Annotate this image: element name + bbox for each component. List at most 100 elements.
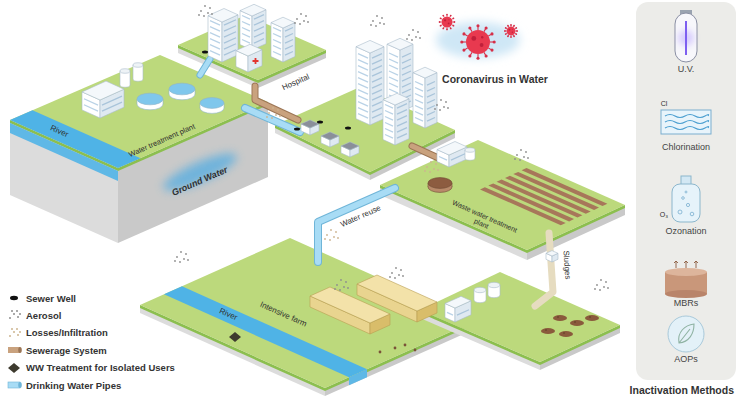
- window-line: [358, 60, 368, 65]
- method-card: Ozonation: [636, 174, 736, 238]
- aerosol-dot: [176, 256, 178, 258]
- window-line: [372, 66, 382, 71]
- virus-spike-tip: [439, 21, 441, 23]
- aerosol-dot: [305, 15, 307, 17]
- method-icon: [636, 260, 736, 298]
- window-line: [415, 94, 423, 98]
- pipe-outline: [318, 188, 395, 262]
- sludge-dot: [557, 316, 559, 318]
- virus-spike: [511, 25, 512, 27]
- window-line: [457, 310, 469, 315]
- virus-body: [507, 27, 516, 36]
- virus-spike-tip: [510, 36, 512, 38]
- virus-spike-tip: [446, 14, 448, 16]
- aerosol-symbol: [17, 316, 19, 318]
- building-roof: [357, 275, 437, 311]
- window-line: [358, 96, 368, 101]
- aerosol-dot: [294, 22, 296, 24]
- aerosol-dot: [209, 7, 211, 9]
- aerosol-dot: [408, 34, 410, 36]
- aop-leaf: [679, 324, 694, 343]
- window-line: [385, 135, 393, 139]
- legend-sample: [6, 362, 22, 374]
- chlorination-wave: [665, 115, 709, 118]
- aerosol-symbol: [16, 310, 18, 312]
- aerosol-dot: [424, 170, 426, 172]
- virus-spike: [506, 33, 507, 35]
- losses-symbol: [9, 335, 11, 337]
- legend-row: Losses/Infiltration: [6, 327, 108, 339]
- window-line: [397, 116, 407, 121]
- window-line: [385, 123, 393, 127]
- building-roof: [240, 4, 266, 16]
- aerosol-dot: [303, 20, 305, 22]
- aerosol-dot: [324, 238, 326, 240]
- window-line: [84, 99, 98, 105]
- virus-spike: [443, 16, 445, 18]
- virus-spot: [448, 19, 449, 20]
- aerosol-dot: [603, 286, 605, 288]
- legend-sample: [6, 379, 22, 391]
- aerosol-dot: [389, 276, 391, 278]
- window-line: [273, 52, 281, 56]
- building-roof: [271, 17, 295, 28]
- aerosol-dot: [525, 151, 527, 153]
- panel-heading: Inactivation Methods: [630, 384, 734, 396]
- aerosol-dot: [300, 13, 302, 15]
- building-roof: [301, 120, 319, 128]
- mbr-arrow: [674, 261, 678, 268]
- legend-label: Aerosol: [26, 310, 61, 321]
- window-line: [427, 106, 435, 110]
- window-line: [389, 65, 398, 69]
- window-line: [415, 118, 423, 122]
- tank-top: [200, 98, 224, 109]
- window-line: [372, 60, 382, 65]
- window-line: [224, 32, 236, 37]
- aerosol-dot: [594, 288, 596, 290]
- window-line: [358, 90, 368, 95]
- tank-top: [120, 69, 130, 74]
- virus-spike-tip: [507, 25, 509, 27]
- red-cross: [253, 58, 259, 64]
- place-label: Water reuse: [339, 204, 382, 230]
- window-line: [273, 28, 281, 32]
- aerosol-dot: [607, 287, 609, 289]
- method-label: Chlorination: [636, 142, 736, 152]
- aerosol-dot: [185, 253, 187, 255]
- window-line: [358, 72, 368, 77]
- aerosol-dot: [599, 289, 601, 291]
- aerosol-symbol: [9, 317, 11, 319]
- chlorination-tank: [661, 110, 711, 134]
- legend-row: Drinking Water Pipes: [6, 379, 121, 391]
- platform: [380, 140, 625, 260]
- aerosol-dot: [379, 22, 381, 24]
- window-line: [358, 108, 368, 113]
- virus-spike-tip: [476, 24, 479, 27]
- window-line: [397, 122, 407, 127]
- aerosol-dot: [370, 24, 372, 26]
- aerosol-dot: [204, 5, 206, 7]
- mbr-arrow: [694, 261, 698, 268]
- virus-spike-tip: [460, 40, 463, 43]
- window-line: [372, 72, 382, 77]
- window-line: [224, 38, 236, 43]
- virus-spike-tip: [505, 27, 507, 29]
- sewer-well-symbol: [10, 296, 18, 300]
- river-side: [349, 369, 367, 385]
- window-line: [389, 77, 398, 81]
- aerosol-dot: [335, 231, 337, 233]
- building-face: [283, 23, 295, 62]
- virus-spike-tip: [485, 26, 488, 29]
- uv-tube: [685, 21, 687, 55]
- window-line: [254, 33, 264, 38]
- virus-body: [442, 17, 453, 28]
- virus-spike-tip: [440, 17, 442, 19]
- legend-sample: [6, 327, 22, 339]
- window-line: [385, 111, 393, 115]
- legend-row: Sewerage System: [6, 344, 107, 356]
- sewer-pipe-symbol: [18, 347, 22, 353]
- window-line: [285, 40, 293, 44]
- building-face: [208, 16, 222, 62]
